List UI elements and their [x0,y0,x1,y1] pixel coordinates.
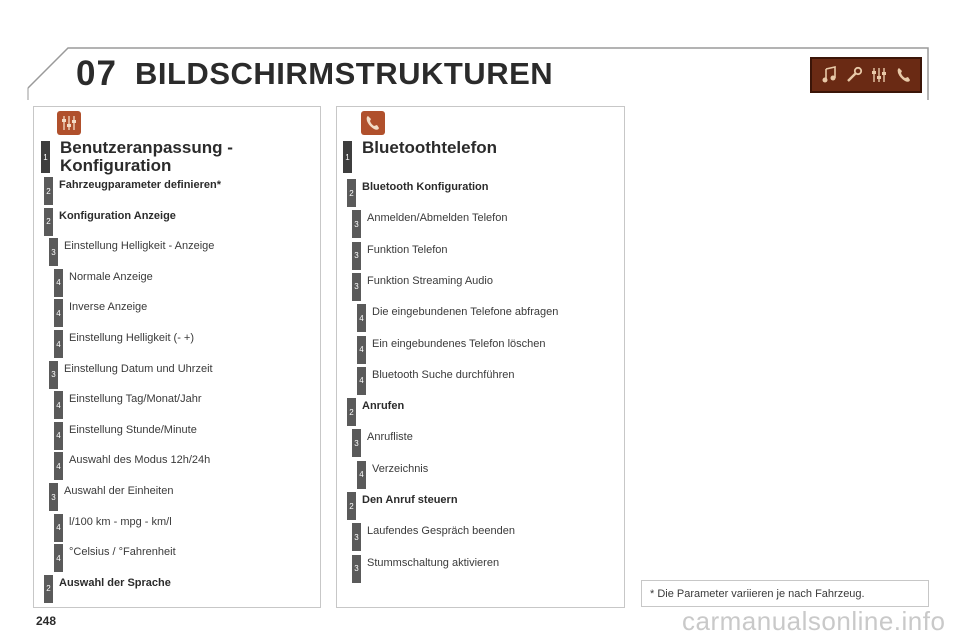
level-badge: 4 [54,268,63,297]
level-badge: 2 [44,207,53,236]
menu-item-label: Auswahl des Modus 12h/24h [69,454,211,467]
panel-title: Benutzeranpassung - Konfiguration [60,139,233,175]
level-badge: 4 [54,330,63,358]
header-icon-strip [810,57,922,93]
menu-item-label: Auswahl der Einheiten [64,485,174,497]
level-badge: 3 [49,483,58,511]
level-badge: 3 [352,554,361,583]
customisation-panel: 1 Benutzeranpassung - Konfiguration 2 Fah… [33,106,321,608]
menu-item-label: Einstellung Helligkeit - Anzeige [64,240,215,253]
menu-item-label: Bluetooth Suche durchführen [372,368,515,381]
menu-item-label: Funktion Telefon [367,243,448,256]
level-badge: 3 [352,210,361,239]
menu-item-label: Einstellung Helligkeit (- +) [69,332,195,344]
level-badge: 4 [54,299,63,328]
menu-item-label: Fahrzeugparameter definieren* [59,179,221,191]
level-badge: 3 [352,429,361,458]
level-badge: 4 [357,304,366,333]
settings-sliders-icon [57,111,81,135]
menu-item-label: Einstellung Tag/Monat/Jahr [69,393,202,406]
menu-item-label: Funktion Streaming Audio [367,274,493,287]
level-badge: 4 [357,366,366,395]
panel-title: Bluetoothtelefon [362,138,498,157]
level-badge: 2 [44,574,53,603]
menu-item-label: Anmelden/Abmelden Telefon [367,212,508,225]
level-badge: 4 [54,452,63,481]
menu-item-label: Konfiguration Anzeige [59,209,176,222]
music-note-icon [819,64,839,86]
level-badge: 4 [54,544,63,573]
level-badge: 3 [352,272,361,301]
watermark: carmanualsonline.info [682,606,946,636]
level-badge: 1 [41,141,50,173]
level-badge: 4 [357,335,366,364]
menu-item-label: Auswahl der Sprache [59,576,171,589]
chapter-number: 07 [76,54,117,93]
wrench-icon [844,64,864,86]
panel-title-line2: Konfiguration [60,156,172,175]
menu-item-label: Normale Anzeige [69,270,153,283]
page-number: 248 [36,614,57,628]
level-badge: 4 [54,513,63,542]
level-badge: 2 [44,177,53,205]
level-badge: 2 [347,398,356,427]
level-badge: 3 [49,360,58,389]
menu-item-label: °Celsius / °Fahrenheit [69,546,176,559]
level-badge: 3 [352,241,361,270]
level-badge: 3 [49,238,58,267]
menu-item-label: Verzeichnis [372,462,429,475]
menu-item-label: Bluetooth Konfiguration [362,181,489,193]
chapter-title: BILDSCHIRMSTRUKTUREN [135,56,554,91]
phone-icon [361,111,385,135]
level-badge: 2 [347,179,356,207]
menu-item-label: Laufendes Gespräch beenden [367,525,516,538]
footnote-text: * Die Parameter variieren je nach Fahrze… [650,588,865,600]
menu-item-label: l/100 km - mpg - km/l [69,515,172,528]
menu-item-label: Ein eingebundenes Telefon löschen [372,337,546,350]
menu-item-label: Anrufliste [367,431,413,444]
phone-icon [894,64,914,86]
menu-item-label: Stummschaltung aktivieren [367,556,500,569]
menu-item-label: Einstellung Stunde/Minute [69,423,197,436]
menu-item-label: Die eingebundenen Telefone abfragen [372,306,559,319]
menu-item-label: Anrufen [362,400,405,413]
level-badge: 1 [343,141,352,173]
menu-item-label: Den Anruf steuern [362,494,458,506]
settings-sliders-icon [869,64,889,86]
footnote-box: * Die Parameter variieren je nach Fahrze… [641,580,929,607]
menu-item-label: Einstellung Datum und Uhrzeit [64,362,213,375]
header-frame [27,47,929,100]
bluetooth-phone-panel: 1 Bluetoothtelefon 2 Bluetooth Konfigurat… [336,106,625,608]
menu-item-label: Inverse Anzeige [69,301,148,314]
level-badge: 4 [54,391,63,420]
panel-title-line1: Benutzeranpassung - [60,138,233,157]
level-badge: 3 [352,523,361,552]
level-badge: 4 [357,460,366,489]
level-badge: 4 [54,421,63,450]
level-badge: 2 [347,492,356,520]
